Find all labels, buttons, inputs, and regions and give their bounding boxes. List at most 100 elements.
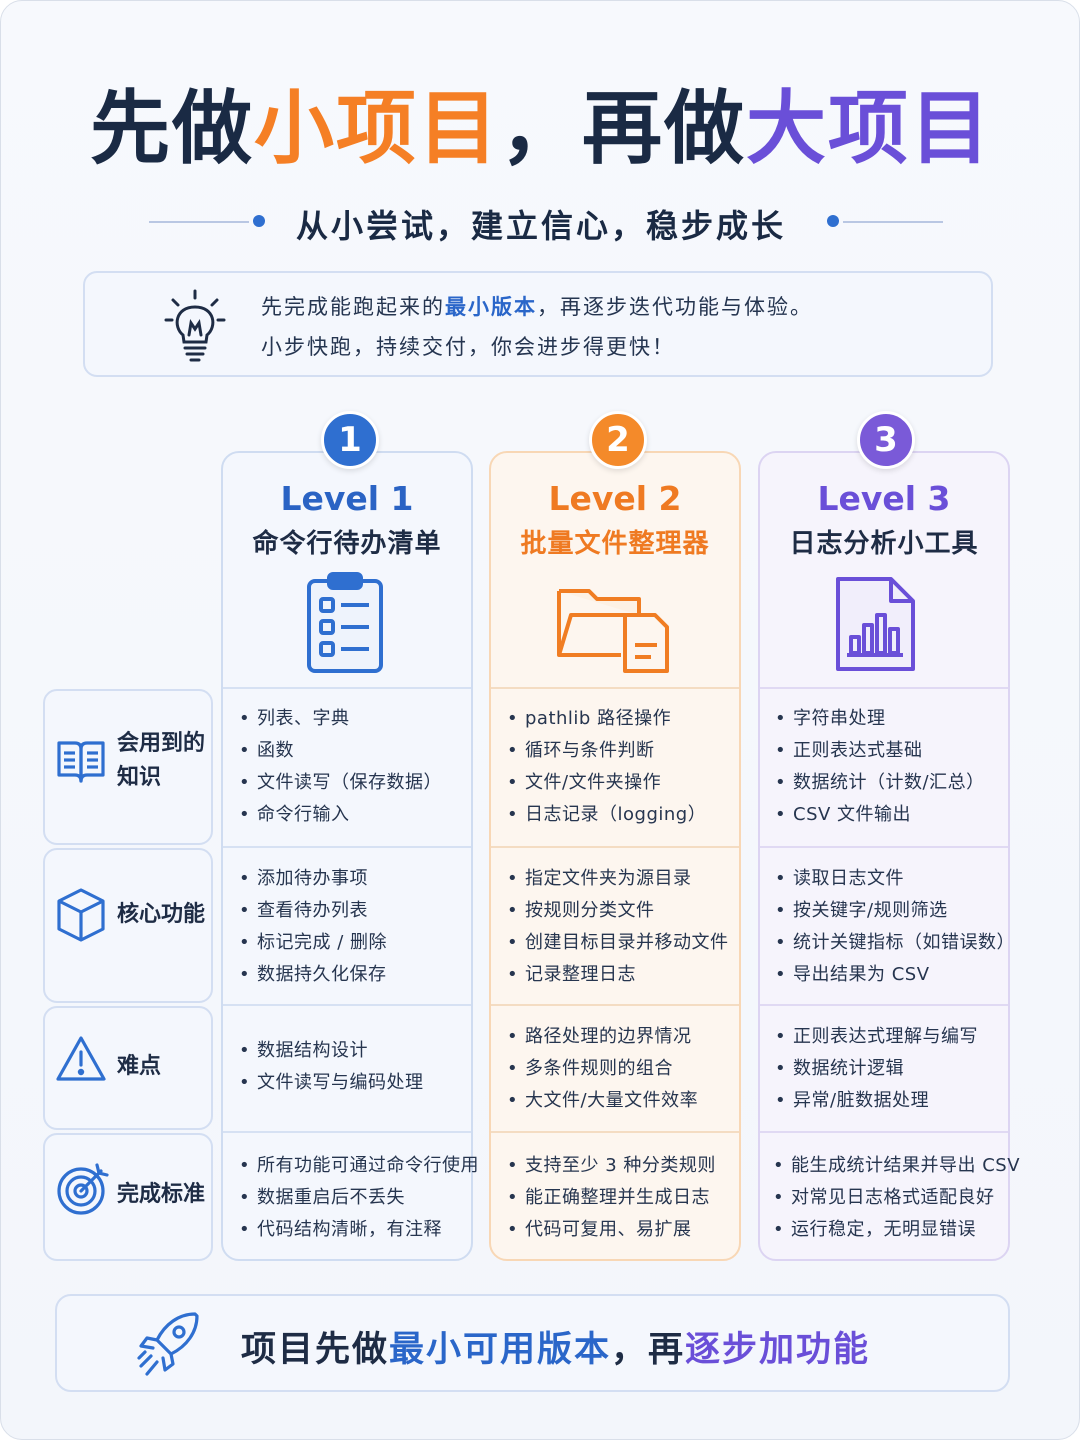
intro-box: 先完成能跑起来的最小版本，再逐步迭代功能与体验。 小步快跑，持续交付，你会进步得…: [83, 271, 993, 377]
list-item: 函数: [239, 735, 479, 767]
list-item: 文件读写与编码处理: [239, 1067, 479, 1099]
cell-level-3-knowledge: 字符串处理 正则表达式基础 数据统计（计数/汇总） CSV 文件输出: [775, 703, 1015, 831]
row-label-knowledge: 会用到的知识: [43, 689, 213, 845]
separator: [491, 1004, 739, 1006]
row-label-completion-criteria-text: 完成标准: [117, 1182, 206, 1207]
intro-text-post: ，再逐步迭代功能与体验。: [537, 295, 813, 319]
list-item: 添加待办事项: [239, 863, 479, 895]
level-1-title: 命令行待办清单: [252, 529, 442, 559]
rocket-icon: [135, 1308, 205, 1384]
list-item: 对常见日志格式适配良好: [773, 1182, 1013, 1214]
banner-text-pre: 项目先做: [241, 1330, 390, 1370]
list-item: 日志记录（logging）: [507, 799, 747, 831]
page-title: 先做小项目，再做大项目: [1, 79, 1079, 179]
cell-level-3-core-features: 读取日志文件 按关键字/规则筛选 统计关键指标（如错误数） 导出结果为 CSV: [775, 863, 1015, 991]
bottom-banner: 项目先做最小可用版本，再逐步加功能: [55, 1294, 1010, 1392]
list-item: 命令行输入: [239, 799, 479, 831]
row-label-difficulties: 难点: [43, 1006, 213, 1130]
list-item: 按规则分类文件: [507, 895, 747, 927]
subtitle-right-line: [843, 221, 943, 223]
list-item: 能生成统计结果并导出 CSV: [773, 1150, 1020, 1182]
list-item: 数据持久化保存: [239, 959, 479, 991]
cell-level-2-knowledge: pathlib 路径操作 循环与条件判断 文件/文件夹操作 日志记录（loggi…: [507, 703, 747, 831]
list-item: 创建目标目录并移动文件: [507, 927, 747, 959]
intro-text-pre: 先完成能跑起来的: [261, 295, 445, 319]
title-part-small-project: 小项目: [254, 82, 500, 175]
intro-line-2: 小步快跑，持续交付，你会进步得更快！: [261, 335, 675, 359]
subtitle-right-dot: [827, 215, 839, 227]
list-item: 记录整理日志: [507, 959, 747, 991]
target-arrow-icon: [55, 1159, 111, 1221]
list-item: 代码结构清晰，有注释: [239, 1214, 479, 1246]
lightbulb-icon: [163, 289, 227, 367]
separator: [491, 846, 739, 848]
level-2-name: Level 2: [548, 479, 682, 518]
row-label-core-features: 核心功能: [43, 848, 213, 1003]
separator: [223, 1131, 471, 1133]
cell-level-2-completion: 支持至少 3 种分类规则 能正确整理并生成日志 代码可复用、易扩展: [507, 1150, 747, 1246]
separator: [760, 1004, 1008, 1006]
level-3-title: 日志分析小工具: [789, 529, 979, 559]
list-item: 数据统计（计数/汇总）: [775, 767, 1015, 799]
cell-level-1-difficulties: 数据结构设计 文件读写与编码处理: [239, 1035, 479, 1099]
list-item: 能正确整理并生成日志: [507, 1182, 747, 1214]
banner-highlight-iterate: 逐步加功能: [685, 1330, 871, 1370]
separator: [223, 687, 471, 689]
row-label-knowledge-line-1: 会用到的: [117, 731, 206, 756]
list-item: 标记完成 / 删除: [239, 927, 479, 959]
row-label-completion-criteria: 完成标准: [43, 1133, 213, 1261]
cell-level-3-completion: 能生成统计结果并导出 CSV 对常见日志格式适配良好 运行稳定，无明显错误: [773, 1150, 1020, 1246]
row-label-knowledge-text: 会用到的知识: [117, 727, 205, 795]
list-item: 多条件规则的组合: [507, 1053, 747, 1085]
level-3-badge: 3: [857, 411, 915, 469]
intro-highlight: 最小版本: [445, 295, 537, 319]
list-item: 读取日志文件: [775, 863, 1015, 895]
list-item: 统计关键指标（如错误数）: [775, 927, 1015, 959]
separator: [491, 687, 739, 689]
banner-highlight-mvp: 最小可用版本: [389, 1330, 612, 1370]
separator: [223, 1004, 471, 1006]
level-1-name: Level 1: [280, 479, 414, 518]
list-item: 数据结构设计: [239, 1035, 479, 1067]
list-item: 循环与条件判断: [507, 735, 747, 767]
list-item: 查看待办列表: [239, 895, 479, 927]
list-item: pathlib 路径操作: [507, 703, 747, 735]
level-2-column: [489, 451, 741, 1261]
level-3-column: [758, 451, 1010, 1261]
list-item: 代码可复用、易扩展: [507, 1214, 747, 1246]
separator: [223, 846, 471, 848]
row-label-core-features-text: 核心功能: [117, 902, 206, 927]
list-item: 正则表达式理解与编写: [775, 1021, 1015, 1053]
subtitle-row: 从小尝试，建立信心，稳步成长: [1, 197, 1079, 247]
separator: [491, 1131, 739, 1133]
list-item: 路径处理的边界情况: [507, 1021, 747, 1053]
list-item: 大文件/大量文件效率: [507, 1085, 747, 1117]
list-item: 正则表达式基础: [775, 735, 1015, 767]
separator: [760, 846, 1008, 848]
list-item: 按关键字/规则筛选: [775, 895, 1015, 927]
title-part-3: ，再做: [500, 82, 746, 175]
list-item: 指定文件夹为源目录: [507, 863, 747, 895]
cell-level-1-completion: 所有功能可通过命令行使用 数据重启后不丢失 代码结构清晰，有注释: [239, 1150, 479, 1246]
list-item: 所有功能可通过命令行使用: [239, 1150, 479, 1182]
list-item: 支持至少 3 种分类规则: [507, 1150, 747, 1182]
subtitle-left-line: [149, 221, 249, 223]
list-item: 文件/文件夹操作: [507, 767, 747, 799]
intro-line-1: 先完成能跑起来的最小版本，再逐步迭代功能与体验。: [261, 291, 813, 321]
banner-text-mid: ，再: [611, 1330, 686, 1370]
warning-triangle-icon: [55, 1034, 107, 1088]
subtitle-left-dot: [253, 215, 265, 227]
list-item: 运行稳定，无明显错误: [773, 1214, 1013, 1246]
list-item: 列表、字典: [239, 703, 479, 735]
separator: [760, 687, 1008, 689]
level-2-badge: 2: [589, 411, 647, 469]
list-item: 文件读写（保存数据）: [239, 767, 479, 799]
cell-level-2-core-features: 指定文件夹为源目录 按规则分类文件 创建目标目录并移动文件 记录整理日志: [507, 863, 747, 991]
clipboard-checklist-icon: [305, 571, 385, 679]
list-item: CSV 文件输出: [775, 799, 1015, 831]
cell-level-3-difficulties: 正则表达式理解与编写 数据统计逻辑 异常/脏数据处理: [775, 1021, 1015, 1117]
report-chart-icon: [833, 575, 919, 677]
list-item: 导出结果为 CSV: [775, 959, 1015, 991]
row-label-difficulties-text: 难点: [117, 1054, 162, 1079]
